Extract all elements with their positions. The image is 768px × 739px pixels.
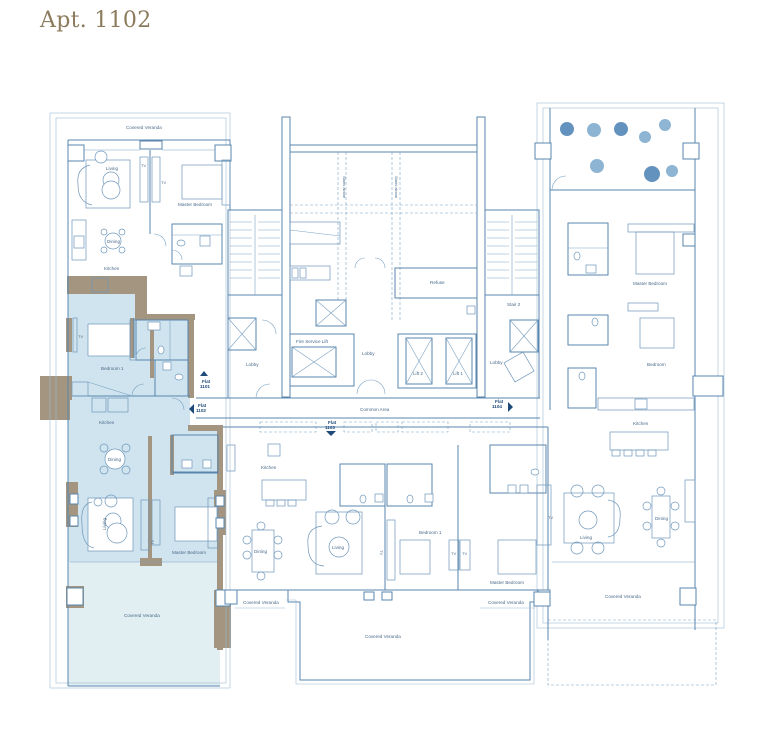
east-unit	[533, 119, 724, 607]
label-lobby: Lobby	[362, 351, 375, 356]
svg-text:Flat: Flat	[202, 379, 211, 384]
label-covered-veranda: Covered Veranda	[124, 613, 160, 618]
label-lobby: Lobby	[246, 362, 259, 367]
label-tv: TV	[379, 550, 384, 555]
label-living: Living	[332, 545, 344, 550]
label-covered-veranda: Covered Veranda	[488, 600, 524, 605]
label-stairs-above: Stairs above	[394, 176, 399, 199]
svg-text:1102: 1102	[196, 408, 206, 413]
label-living: Living	[580, 535, 592, 540]
flat-marker-1101[interactable]: Flat 1101	[200, 371, 211, 389]
label-refuse: Refuse	[430, 280, 445, 285]
label-master-bedroom: Master Bedroom	[178, 202, 212, 207]
svg-text:Flat: Flat	[198, 403, 207, 408]
label-lift-1: Lift 1	[453, 371, 463, 376]
label-tv: TV	[462, 551, 467, 556]
label-master-bedroom: Master Bedroom	[490, 580, 524, 585]
label-kitchen: Kitchen	[261, 465, 277, 470]
label-tv: TV	[141, 163, 146, 168]
svg-text:1104: 1104	[492, 404, 502, 409]
flat-marker-1104[interactable]: Flat 1104	[492, 399, 513, 412]
label-master-bedroom: Master Bedroom	[172, 550, 206, 555]
south-unit-labels: Kitchen Dining Living Bedroom 1 TV TV TV…	[243, 465, 524, 639]
label-covered-veranda: Covered Veranda	[243, 600, 279, 605]
label-kitchen: Kitchen	[99, 420, 115, 425]
label-bedroom-1: Bedroom 1	[419, 530, 442, 535]
label-tv: TV	[548, 515, 553, 520]
flat-marker-1103[interactable]: Flat 1103	[325, 420, 337, 436]
label-kitchen: Kitchen	[104, 266, 120, 271]
label-common-area: Common Area	[360, 407, 390, 412]
label-bedroom-1: Bedroom 1	[101, 366, 124, 371]
label-lobby: Lobby	[490, 360, 503, 365]
core-labels: Stairs above Stairs above Refuse Fire Se…	[246, 176, 521, 412]
label-living: Living	[102, 518, 107, 530]
label-dining: Dining	[655, 516, 668, 521]
label-covered-veranda: Covered Veranda	[605, 594, 641, 599]
label-lift-2: Lift 2	[413, 371, 423, 376]
flat-marker-1102[interactable]: Flat 1102	[189, 403, 207, 414]
west-unit-upper-labels: Covered Veranda Living Master Bedroom Di…	[104, 125, 212, 271]
west-unit-upper	[67, 140, 232, 293]
label-kitchen: Kitchen	[633, 421, 649, 426]
svg-text:1103: 1103	[325, 425, 335, 430]
label-bedroom: Bedroom	[647, 362, 666, 367]
label-covered-veranda: Covered Veranda	[365, 634, 401, 639]
label-dining: Dining	[107, 239, 120, 244]
apt-1102-labels: Bedroom 1 TV Kitchen Dining Living TV Ma…	[78, 334, 206, 618]
label-living: Living	[106, 166, 118, 171]
label-tv: TV	[78, 334, 83, 339]
label-dining: Dining	[254, 549, 267, 554]
label-tv: TV	[161, 180, 166, 185]
label-tv: TV	[451, 551, 456, 556]
label-tv: TV	[150, 540, 155, 545]
page-title: Apt. 1102	[40, 8, 152, 33]
apt-1102-highlight[interactable]	[68, 294, 220, 686]
east-unit-labels: Master Bedroom Bedroom Kitchen TV Living…	[548, 281, 668, 599]
label-fire-service-lift: Fire Service Lift	[296, 339, 329, 344]
svg-text:Flat: Flat	[328, 420, 337, 425]
svg-text:Flat: Flat	[495, 399, 504, 404]
garden-plants-icon	[560, 119, 678, 182]
core	[227, 152, 540, 433]
label-dining: Dining	[108, 457, 121, 462]
label-stair-2: Stair 2	[507, 302, 521, 307]
label-stairs-above: Stairs above	[342, 176, 347, 199]
south-unit	[224, 443, 551, 609]
label-master-bedroom: Master Bedroom	[633, 281, 667, 286]
label-covered-veranda: Covered Veranda	[126, 125, 162, 130]
svg-text:1101: 1101	[200, 384, 210, 389]
